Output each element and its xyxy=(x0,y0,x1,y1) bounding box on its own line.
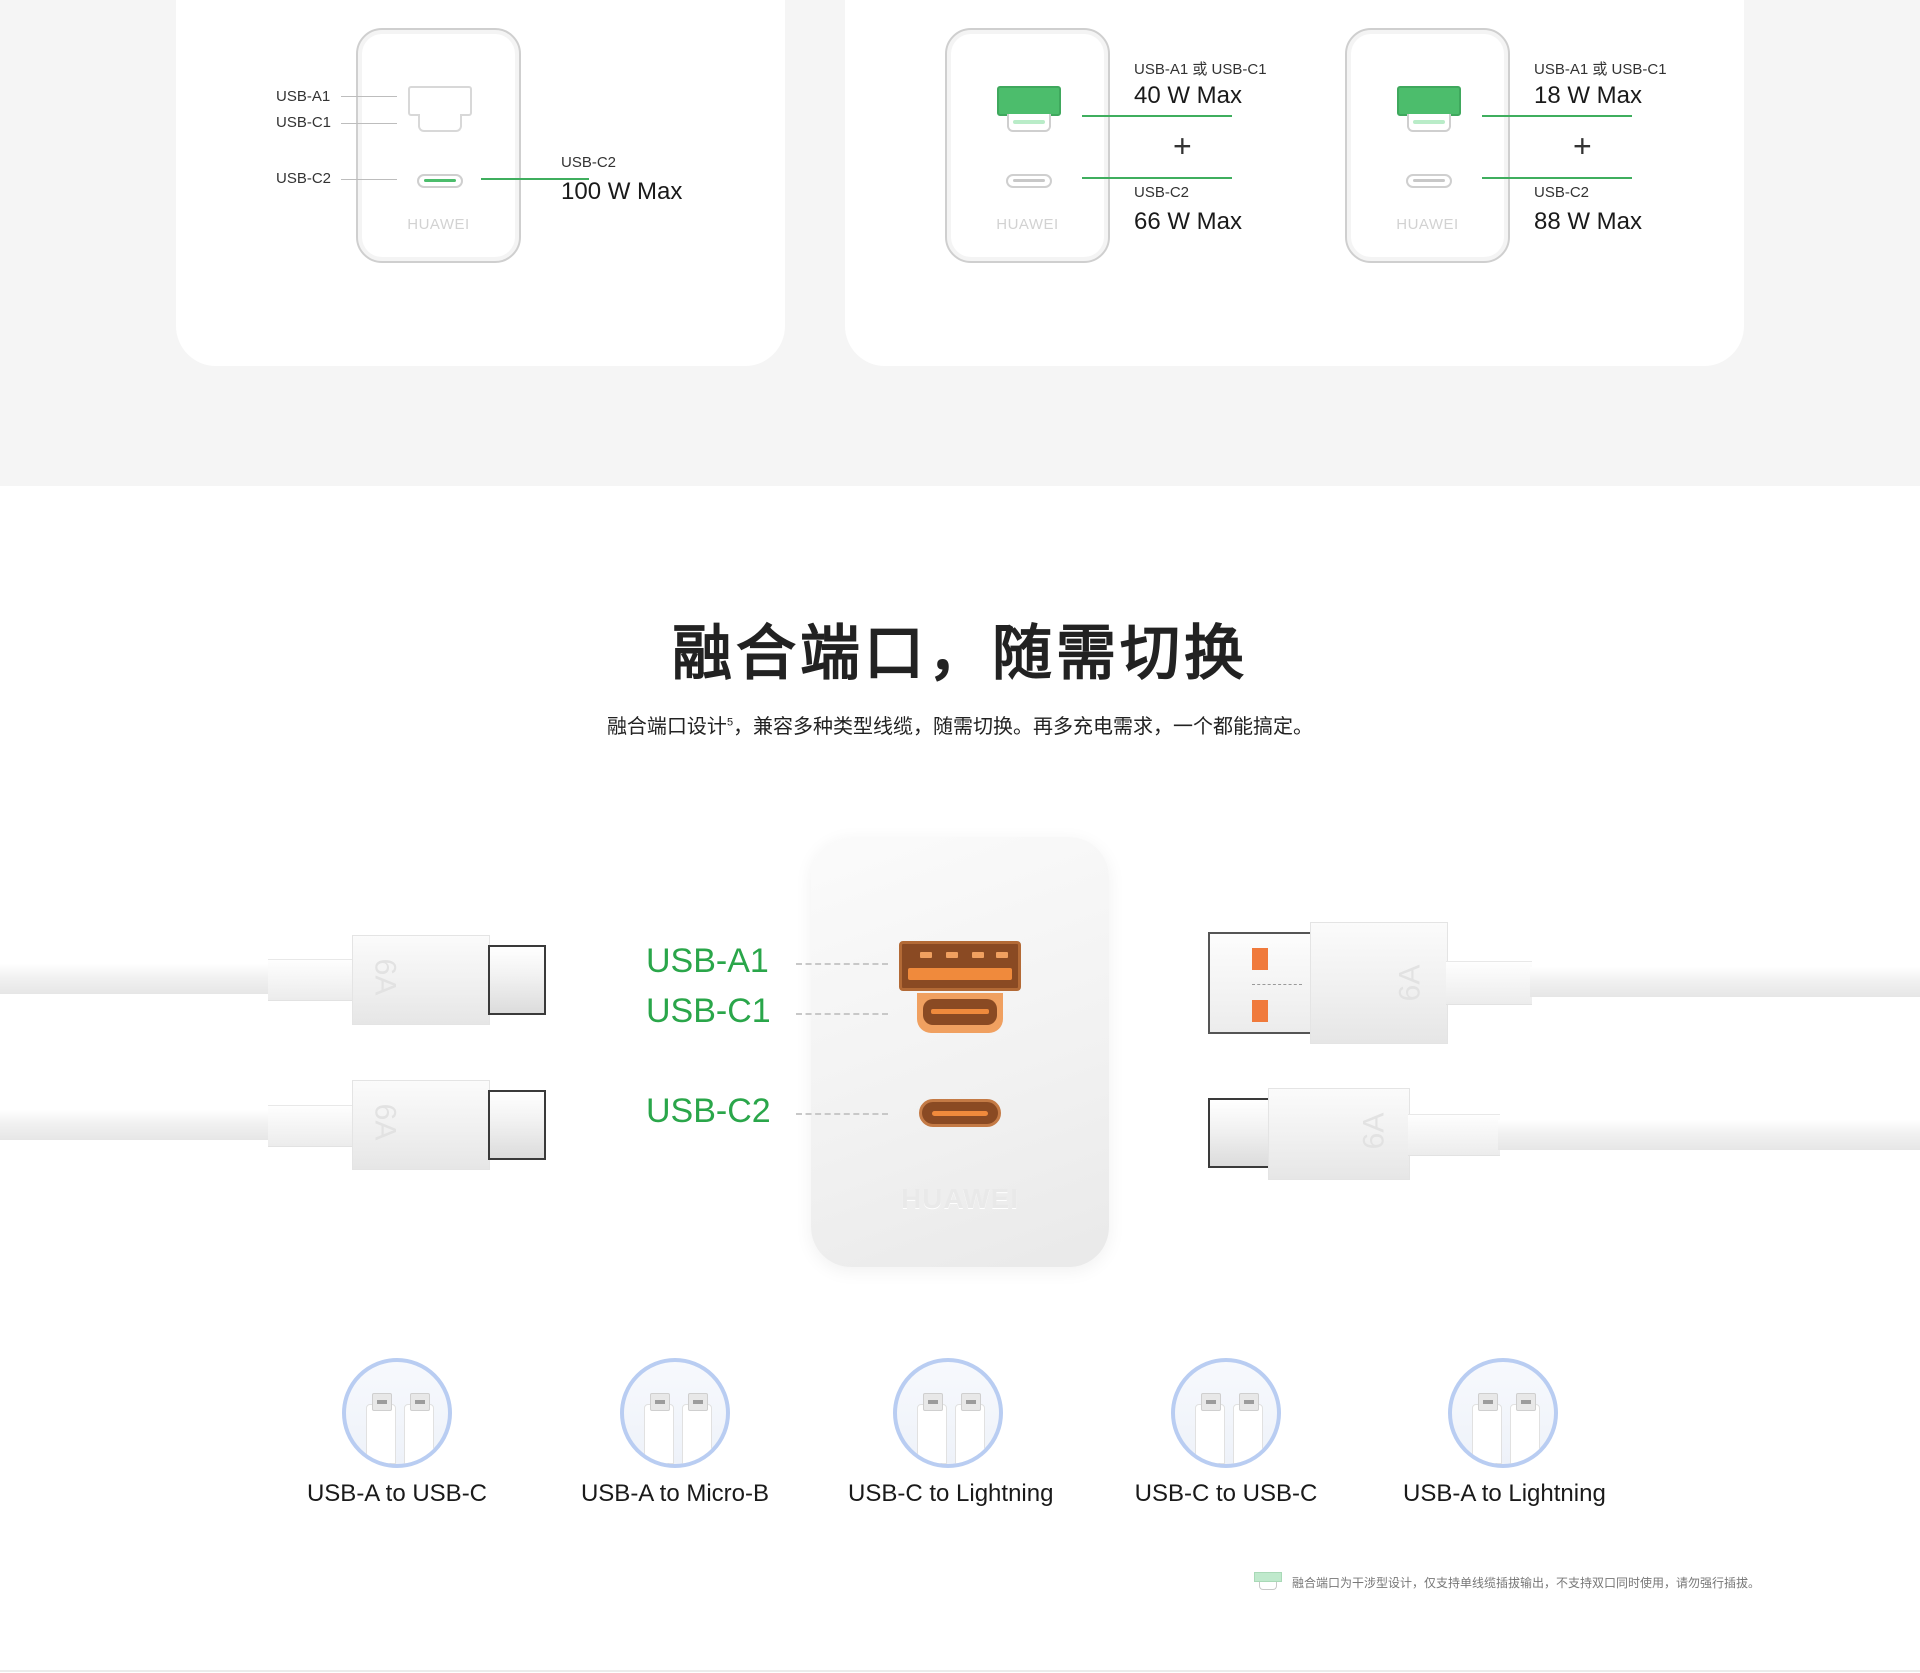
dashed-leader xyxy=(796,963,888,965)
dashed-leader xyxy=(796,1013,888,1015)
charger-brand: HUAWEI xyxy=(901,1183,1019,1214)
cable-type-label: USB-C to Lightning xyxy=(848,1480,1054,1507)
cable-plug-body xyxy=(352,1080,490,1170)
port-label-usb-c2: USB-C2 xyxy=(276,170,332,187)
power-line xyxy=(1482,177,1632,179)
power-line xyxy=(1082,115,1232,117)
usb-c1-port-icon xyxy=(1007,114,1051,132)
cable-plug-body xyxy=(1268,1088,1410,1180)
cable-wire xyxy=(1498,1120,1920,1150)
label-usb-a1: USB-A1 xyxy=(646,942,769,980)
cable-strain-relief xyxy=(268,959,358,1001)
footnote-text: 融合端口为干涉型设计，仅支持单线缆插拔输出，不支持双口同时使用，请勿强行插拔。 xyxy=(1292,1575,1761,1590)
combo2-top-port: USB-A1 或 USB-C1 xyxy=(1534,61,1667,78)
cable-type-label: USB-C to USB-C xyxy=(1134,1480,1318,1507)
port-label-usb-c1: USB-C1 xyxy=(276,114,332,131)
combo1-bottom-port: USB-C2 xyxy=(1134,184,1190,201)
power-line xyxy=(481,178,589,180)
charger-brand: HUAWEI xyxy=(407,216,470,233)
cable-wire xyxy=(0,1110,290,1140)
charger-product: HUAWEI xyxy=(811,837,1109,1267)
cable-marking: 6A xyxy=(1393,964,1427,1002)
usb-a1-port xyxy=(899,941,1021,991)
plus-icon: + xyxy=(1573,128,1592,164)
cable-type-label: USB-A to Lightning xyxy=(1403,1480,1606,1507)
charger-brand: HUAWEI xyxy=(1396,216,1459,233)
footnote-ref: 5 xyxy=(726,716,734,729)
cable-type-usb-c-to-lightning: USB-C to Lightning xyxy=(848,1358,1054,1508)
power-line xyxy=(1482,115,1632,117)
cable-icon xyxy=(342,1358,452,1468)
usb-c1-port-icon xyxy=(1407,114,1451,132)
combo1-bottom-power: 66 W Max xyxy=(1134,208,1243,235)
single-output-card: HUAWEI USB-A1 USB-C1 USB-C2 USB-C2 100 W… xyxy=(176,0,785,366)
cable-wire xyxy=(1530,967,1920,997)
cable-wire xyxy=(0,964,290,994)
divider xyxy=(0,1670,1920,1672)
usb-c-plug-icon xyxy=(488,1090,546,1160)
port-label-usb-a1: USB-A1 xyxy=(276,88,331,105)
usb-a-plug-icon xyxy=(1208,932,1312,1034)
usb-c2-port-icon xyxy=(1006,174,1052,188)
usb-c1-port-icon xyxy=(418,114,462,132)
usb-c-plug-icon xyxy=(488,945,546,1015)
subtitle-text-rest: ，兼容多种类型线缆，随需切换。再多充电需求，一个都能搞定。 xyxy=(733,716,1314,738)
cable-marking: 6A xyxy=(1357,1112,1391,1150)
cable-strain-relief xyxy=(1408,1114,1500,1156)
cable-type-label: USB-A to Micro-B xyxy=(580,1480,770,1507)
cable-marking: 6A xyxy=(368,958,402,996)
section-subtitle: 融合端口设计5，兼容多种类型线缆，随需切换。再多充电需求，一个都能搞定。 xyxy=(0,710,1920,739)
cable-plug-body xyxy=(352,935,490,1025)
charger-diagram: HUAWEI xyxy=(945,28,1110,263)
cable-type-usb-c-to-usb-c: USB-C to USB-C xyxy=(1126,1358,1326,1508)
label-usb-c2: USB-C2 xyxy=(646,1092,771,1130)
cable-icon xyxy=(893,1358,1003,1468)
usb-c2-port-icon xyxy=(417,174,463,188)
cable-icon xyxy=(1171,1358,1281,1468)
footnote: 融合端口为干涉型设计，仅支持单线缆插拔输出，不支持双口同时使用，请勿强行插拔。 xyxy=(1254,1572,1760,1592)
subtitle-text: 融合端口设计 xyxy=(606,716,727,738)
cable-type-usb-a-to-micro-b: USB-A to Micro-B xyxy=(575,1358,775,1508)
cable-type-usb-a-to-usb-c: USB-A to USB-C xyxy=(297,1358,497,1508)
usb-c1-port xyxy=(917,993,1003,1033)
power-line xyxy=(1082,177,1232,179)
cable-type-label: USB-A to USB-C xyxy=(306,1480,488,1507)
cable-type-usb-a-to-lightning: USB-A to Lightning xyxy=(1403,1358,1606,1508)
charger-brand: HUAWEI xyxy=(996,216,1059,233)
combo2-bottom-power: 88 W Max xyxy=(1534,208,1643,235)
combo2-bottom-port: USB-C2 xyxy=(1534,184,1590,201)
combo1-top-port: USB-A1 或 USB-C1 xyxy=(1134,61,1267,78)
section-title: 融合端口，随需切换 xyxy=(672,620,1248,687)
combo2-top-power: 18 W Max xyxy=(1534,82,1643,109)
dual-output-card: HUAWEI USB-A1 或 USB-C1 40 W Max + USB-C2… xyxy=(845,0,1744,366)
charger-diagram: HUAWEI xyxy=(356,28,521,263)
leader-line xyxy=(341,96,397,97)
cable-icon xyxy=(1448,1358,1558,1468)
leader-line xyxy=(341,123,397,124)
cable-icon xyxy=(620,1358,730,1468)
usb-c2-port-icon xyxy=(1406,174,1452,188)
usb-c-plug-icon xyxy=(1208,1098,1270,1168)
usb-a-port-active-icon xyxy=(997,86,1061,116)
fusion-port-icon xyxy=(1254,1572,1282,1592)
single-port-power: 100 W Max xyxy=(561,178,683,205)
usb-c2-port xyxy=(919,1099,1001,1127)
plus-icon: + xyxy=(1173,128,1192,164)
combo1-top-power: 40 W Max xyxy=(1134,82,1243,109)
single-port-label: USB-C2 xyxy=(561,154,617,171)
usb-a-port-icon xyxy=(408,86,472,116)
charger-diagram: HUAWEI xyxy=(1345,28,1510,263)
usb-a-port-active-icon xyxy=(1397,86,1461,116)
cable-marking: 6A xyxy=(368,1103,402,1141)
cable-strain-relief xyxy=(268,1105,358,1147)
leader-line xyxy=(341,179,397,180)
dashed-leader xyxy=(796,1113,888,1115)
label-usb-c1: USB-C1 xyxy=(646,992,771,1030)
cable-strain-relief xyxy=(1446,961,1532,1005)
cable-plug-body xyxy=(1310,922,1448,1044)
output-section: HUAWEI USB-A1 USB-C1 USB-C2 USB-C2 100 W… xyxy=(0,0,1920,486)
